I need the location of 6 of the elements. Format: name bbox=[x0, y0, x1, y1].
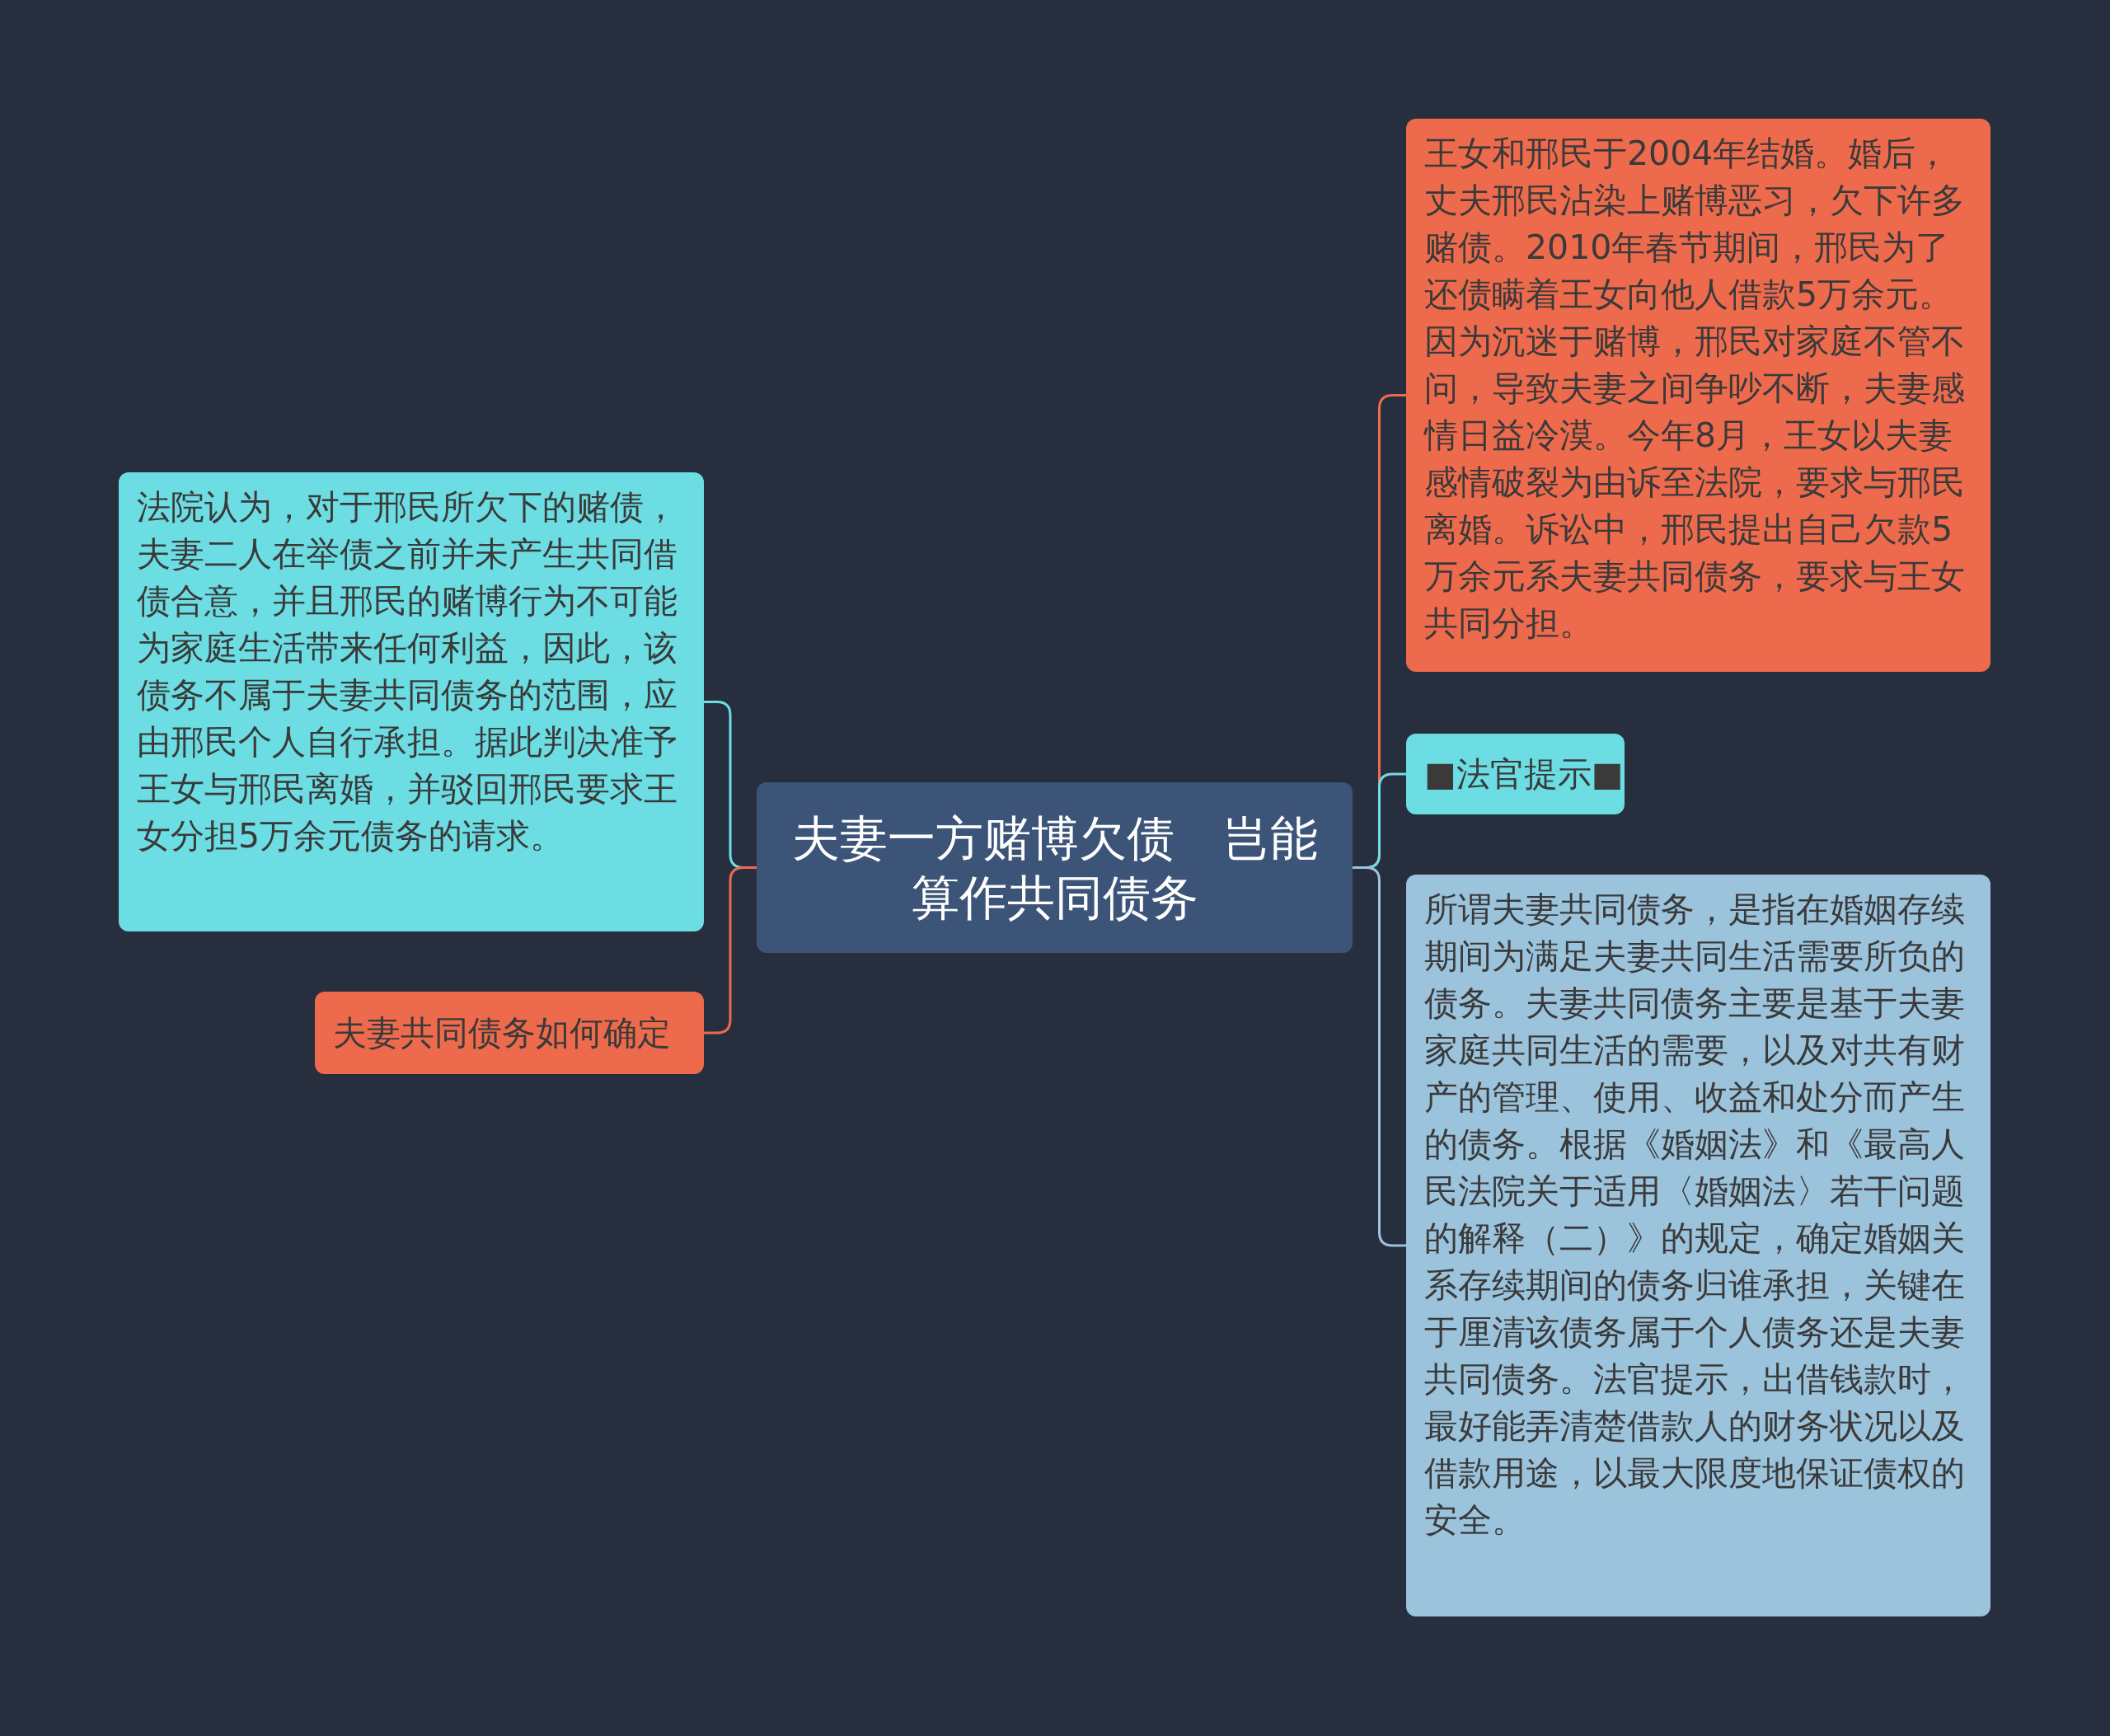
topic-box: ■法官提示■ bbox=[1406, 734, 1625, 814]
topic-box: 所谓夫妻共同债务，是指在婚姻存续期间为满足夫妻共同生活需要所负的债务。夫妻共同债务主要是基于夫妻家庭共同生活的需要，以及对共有财产的管理、使用、收益和处分而产生的债务。根据《婚姻法》和《最高人民法院关于适用〈婚姻法〉若干问题的解释（二）》的规定，确定婚姻关系存续期间的债务归谁承担，关键在于厘清该债务属于个人债务还是夫妻共同债务。法官提示，出借钱款时，最好能弄清楚借款人的财务状况以及借款用途，以最大限度地保证债权的安全。 bbox=[1406, 875, 1990, 1616]
topic-box: 王女和邢民于2004年结婚。婚后，丈夫邢民沾染上赌博恶习，欠下许多赌债。2010年春节期间，邢民为了还债瞒着王女向他人借款5万余元。因为沉迷于赌博，邢民对家庭不管不问，导致夫妻之间争吵不断，夫妻感情日益冷漠。今年8月，王女以夫妻感情破裂为由诉至法院，要求与邢民离婚。诉讼中，邢民提出自己欠款5万余元系夫妻共同债务，要求与王女共同分担。 bbox=[1406, 119, 1990, 672]
topic-box: 夫妻共同债务如何确定 bbox=[315, 992, 704, 1074]
central-topic-box: 夫妻一方赌博欠债 岂能算作共同债务 bbox=[757, 782, 1353, 953]
topic-box: 法院认为，对于邢民所欠下的赌债，夫妻二人在举债之前并未产生共同借债合意，并且邢民的赌博行为不可能为家庭生活带来任何利益，因此，该债务不属于夫妻共同债务的范围，应由邢民个人自行承担。据此判决准予王女与邢民离婚，并驳回邢民要求王女分担5万余元债务的请求。 bbox=[119, 472, 704, 931]
